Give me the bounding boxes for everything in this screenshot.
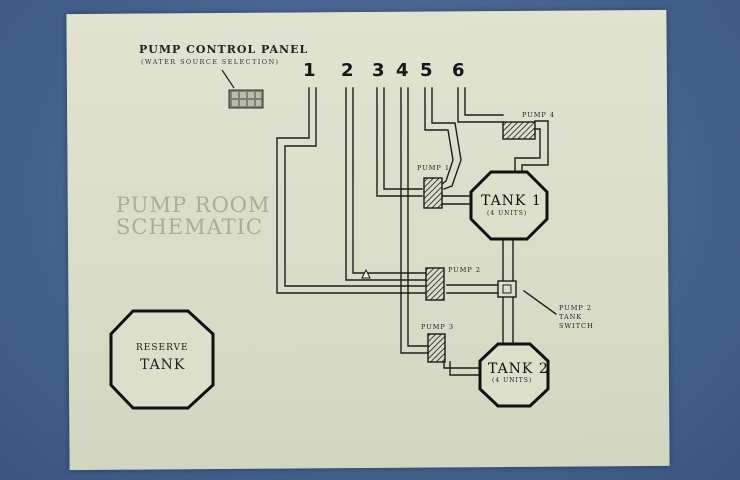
pump-3-label: PUMP 3 (421, 323, 454, 331)
column-number-6: 6 (452, 60, 465, 81)
tank-1-units: (4 UNITS) (487, 210, 528, 217)
control-switch-6 (240, 100, 246, 106)
pipe-2-inner (352, 87, 427, 274)
column-number-1: 1 (303, 60, 316, 81)
schematic-title-line2: SCHEMATIC (116, 215, 263, 239)
pump-4-block (502, 121, 536, 140)
switch-pointer-line (523, 290, 557, 315)
reserve-tank-line2: TANK (140, 357, 186, 373)
pipe-pump3-out-b (449, 361, 481, 376)
switch-label-line3: SWITCH (559, 322, 594, 330)
pump-4-label: PUMP 4 (522, 111, 555, 119)
control-switch-3 (248, 92, 254, 98)
pipe-3-outer (376, 87, 423, 197)
tank-2-label: TANK 2 (488, 361, 549, 377)
switch-label-line2: TANK (559, 313, 583, 321)
column-number-3: 3 (372, 60, 385, 81)
tank-2-units: (4 UNITS) (492, 377, 533, 384)
pipe-4-inner (407, 87, 429, 347)
pipe-1-outer (276, 87, 427, 294)
reserve-tank-shape (109, 309, 215, 410)
tank-1-shape (469, 170, 549, 241)
panel-title: PUMP CONTROL PANEL (139, 43, 309, 56)
pipe-4-outer (400, 87, 429, 354)
column-number-5: 5 (420, 60, 433, 81)
control-switch-8 (256, 100, 261, 106)
control-switch-5 (232, 100, 238, 106)
pipe-5-outer (424, 87, 454, 185)
tank-1-label: TANK 1 (481, 193, 542, 209)
pipe-pump3-out-a (443, 361, 481, 369)
column-number-2: 2 (341, 60, 354, 81)
schematic-title-line1: PUMP ROOM (116, 193, 271, 217)
control-switch-2 (240, 92, 246, 98)
pipe-5-inner (431, 87, 462, 190)
control-switch-7 (248, 100, 254, 106)
pipe-pump4-out-a (514, 128, 541, 176)
column-number-4: 4 (396, 60, 409, 81)
panel-pointer-line (221, 69, 235, 89)
pipe-3-inner (383, 87, 423, 190)
cursor-icon (361, 268, 371, 279)
tank-switch-inner (502, 284, 512, 294)
control-switch-4 (256, 92, 261, 98)
switch-label-line1: PUMP 2 (559, 304, 592, 312)
pipe-6-outer (457, 87, 504, 123)
panel-subtitle: (WATER SOURCE SELECTION) (141, 58, 280, 66)
pump-2-label: PUMP 2 (448, 266, 481, 274)
pump-2-block (425, 267, 445, 301)
tank-2-shape (478, 342, 550, 408)
pump-3-block (427, 333, 446, 363)
pipe-6-inner (464, 87, 504, 116)
control-switch-1 (232, 92, 238, 98)
pipe-1-inner (284, 87, 427, 287)
pipe-pump4-out-b (521, 120, 549, 176)
pipe-2-outer (345, 87, 427, 281)
reserve-tank-line1: RESERVE (136, 343, 189, 353)
tank-switch-box (497, 280, 517, 298)
pump-1-label: PUMP 1 (417, 164, 450, 172)
pump-1-block (423, 177, 443, 209)
